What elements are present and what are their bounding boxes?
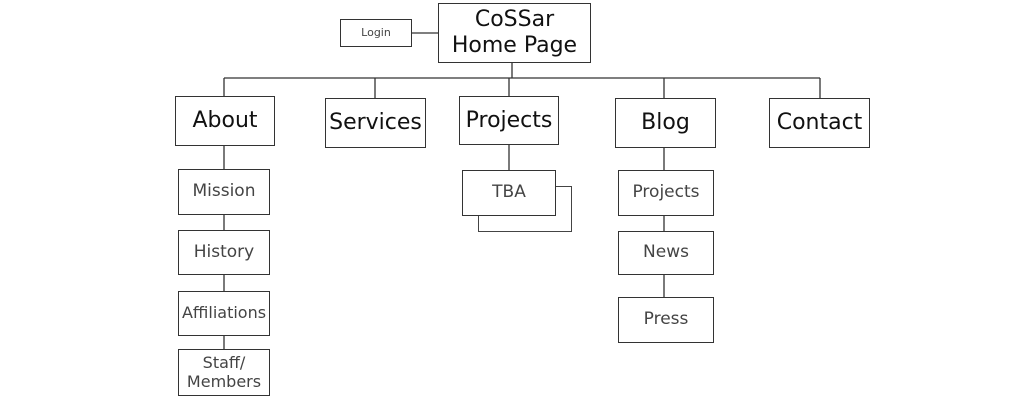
about-box: About <box>175 96 275 146</box>
mission-label: Mission <box>192 181 256 202</box>
tba-label: TBA <box>492 182 526 203</box>
home-page-box: CoSSar Home Page <box>438 3 591 63</box>
history-box: History <box>178 230 270 275</box>
projects-box: Projects <box>459 96 559 145</box>
login-label: Login <box>361 25 391 39</box>
news-label: News <box>643 242 689 263</box>
staff-label-line2: Members <box>186 371 262 391</box>
staff-members-box: Staff/ Members <box>178 349 270 396</box>
contact-label: Contact <box>776 110 863 136</box>
affiliations-box: Affiliations <box>178 291 270 336</box>
mission-box: Mission <box>178 169 270 215</box>
blog-box: Blog <box>615 98 716 148</box>
contact-box: Contact <box>769 98 870 148</box>
home-title-line2: Home Page <box>451 33 578 58</box>
press-box: Press <box>618 297 714 343</box>
affiliations-label: Affiliations <box>181 303 267 323</box>
news-box: News <box>618 231 714 275</box>
blog-projects-label: Projects <box>632 182 700 203</box>
services-label: Services <box>329 110 422 136</box>
services-box: Services <box>325 98 426 148</box>
staff-label-line1: Staff/ <box>202 353 246 373</box>
press-label: Press <box>643 309 689 330</box>
home-title-line1: CoSSar <box>474 6 555 32</box>
login-box: Login <box>340 19 412 47</box>
history-label: History <box>193 241 255 262</box>
about-label: About <box>192 108 258 134</box>
projects-label: Projects <box>465 107 553 133</box>
blog-projects-box: Projects <box>618 170 714 216</box>
blog-label: Blog <box>641 110 690 136</box>
tba-box: TBA <box>462 170 556 216</box>
